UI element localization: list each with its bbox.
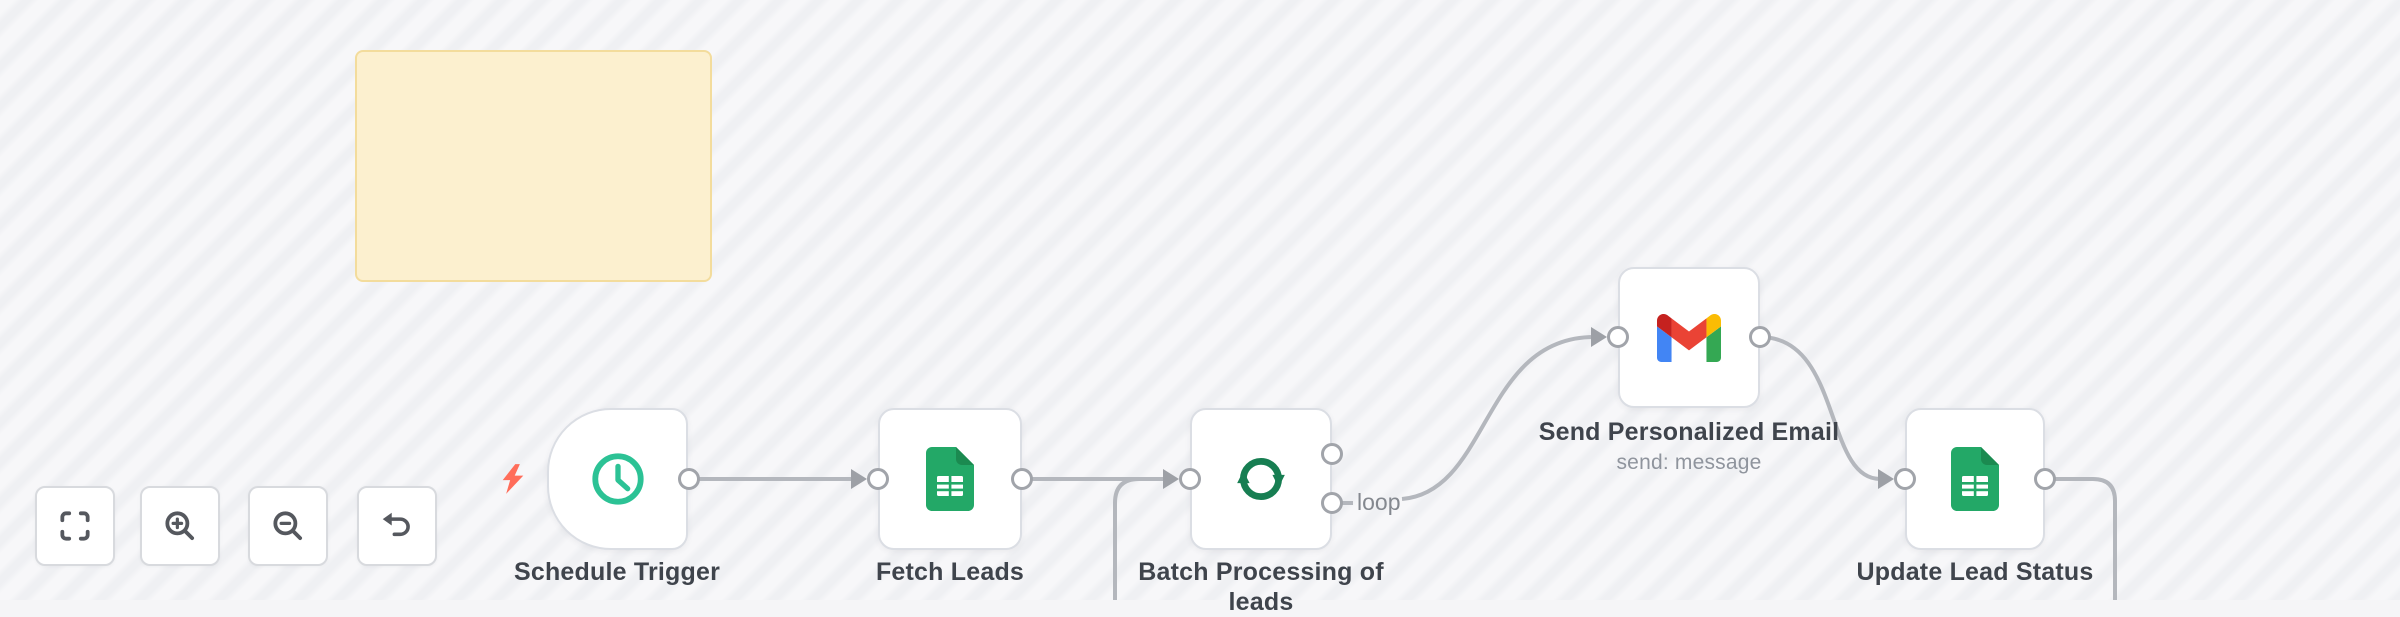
node-fetch-leads[interactable] xyxy=(878,408,1022,550)
connection-update-output-down[interactable] xyxy=(2045,477,2117,600)
batch-output-port-loop[interactable] xyxy=(1320,491,1343,514)
batch-output-port-done[interactable] xyxy=(1320,442,1343,465)
zoom-out-button[interactable] xyxy=(248,486,328,566)
update-output-port[interactable] xyxy=(2033,467,2056,490)
undo-icon xyxy=(382,512,410,537)
batch-input-port[interactable] xyxy=(1178,467,1201,490)
node-label-gmail-title: Send Personalized Email xyxy=(1538,418,1840,446)
node-send-email[interactable] xyxy=(1618,267,1760,408)
fetch-input-port[interactable] xyxy=(866,467,889,490)
connection-loop-to-gmail[interactable] xyxy=(1401,335,1595,501)
gmail-output-port[interactable] xyxy=(1748,325,1771,348)
zoom-to-fit-button[interactable] xyxy=(35,486,115,566)
google-sheets-icon xyxy=(1951,447,1999,511)
fit-view-icon xyxy=(60,511,90,541)
gmail-icon xyxy=(1657,313,1721,362)
node-schedule-trigger[interactable] xyxy=(547,408,688,550)
zoom-out-icon xyxy=(273,511,303,541)
arrowhead-update-input xyxy=(1878,469,1894,489)
connection-gmail-to-update[interactable] xyxy=(1759,335,1881,481)
node-sublabel-gmail: send: message xyxy=(1616,451,1762,474)
google-sheets-icon xyxy=(926,447,974,511)
arrowhead-fetch-input xyxy=(851,469,867,489)
zoom-in-icon xyxy=(165,511,195,541)
node-label-batch-line1: Batch Processing of xyxy=(1138,558,1384,586)
trigger-bolt-icon xyxy=(502,464,524,494)
update-input-port[interactable] xyxy=(1893,467,1916,490)
node-label-update: Update Lead Status xyxy=(1856,558,2094,586)
fetch-output-port[interactable] xyxy=(1010,467,1033,490)
undo-button[interactable] xyxy=(357,486,437,566)
zoom-in-button[interactable] xyxy=(140,486,220,566)
arrowhead-batch-input xyxy=(1163,469,1179,489)
loop-output-label: loop xyxy=(1357,489,1401,515)
connection-update-loopback-to-batch[interactable] xyxy=(1113,477,1166,600)
sticky-note[interactable] xyxy=(355,50,712,282)
node-update-lead-status[interactable] xyxy=(1905,408,2045,550)
node-label-batch-line2: leads xyxy=(1228,588,1294,616)
arrowhead-gmail-input xyxy=(1591,327,1607,347)
node-label-fetch: Fetch Leads xyxy=(875,558,1025,586)
schedule-output-port[interactable] xyxy=(677,467,700,490)
gmail-input-port[interactable] xyxy=(1606,325,1629,348)
clock-icon xyxy=(591,453,644,505)
node-label-batch: Batch Processing of leads xyxy=(1081,557,1441,617)
loop-icon xyxy=(1237,458,1285,500)
node-label-schedule: Schedule Trigger xyxy=(513,558,721,586)
node-label-gmail: Send Personalized Email send: message xyxy=(1509,417,1869,476)
node-batch-processing[interactable] xyxy=(1190,408,1332,550)
